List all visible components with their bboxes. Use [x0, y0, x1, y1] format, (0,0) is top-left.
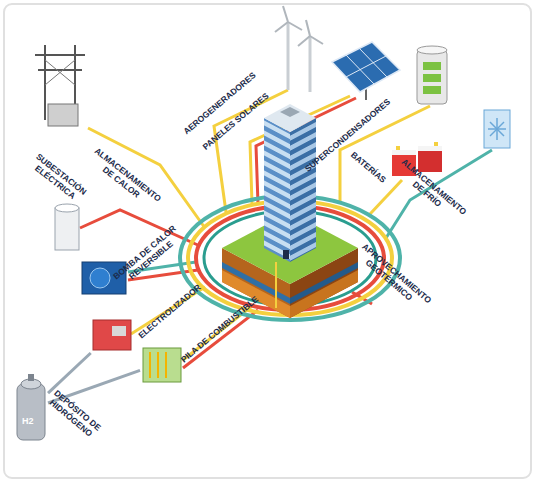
component-node: DEPÓSITO DE HIDRÓGENO: [14, 374, 48, 444]
component-node: PANELES SOLARES: [328, 38, 403, 103]
pylon-lattice: [45, 60, 75, 85]
pylon: [44, 45, 46, 120]
cold-store: [484, 110, 510, 148]
hydrogen-tank: [17, 384, 45, 440]
turbine-blade: [310, 36, 323, 44]
pylon-arm: [35, 54, 85, 56]
tower-face: [290, 118, 316, 262]
heat-tank: [55, 208, 79, 250]
turbine-blade: [306, 20, 310, 36]
turbine-blade: [283, 6, 288, 22]
supercap-top: [417, 46, 447, 54]
component-node: BOMBA DE CALOR REVERSIBLE: [80, 255, 130, 297]
tower-windows: [290, 118, 316, 262]
turbine-mast: [287, 22, 290, 90]
power-line: [370, 180, 402, 214]
heat-line: [80, 210, 200, 246]
component-node: ELECTROLIZADOR: [90, 315, 132, 353]
battery-terminal: [434, 142, 438, 146]
battery-terminal: [396, 146, 400, 150]
geothermal-pipe: [275, 262, 277, 308]
tower-door: [283, 250, 289, 259]
hydrogen-pipe: [48, 353, 91, 393]
component-node: AEROGENERADORES: [262, 12, 322, 92]
charge-bar: [423, 62, 441, 70]
transformer: [48, 104, 78, 126]
electrolyser-panel: [112, 326, 126, 336]
pump-fan: [90, 268, 110, 288]
turbine-blade: [298, 36, 310, 46]
supercap-body: [417, 50, 447, 104]
component-node: ALMACENAMIENTO DE CALOR: [52, 200, 82, 255]
cell-plate: [149, 352, 151, 378]
pylon-arm: [38, 69, 82, 71]
heat-tank-top: [55, 204, 79, 212]
component-node: SUBESTACIÓN ELÉCTRICA: [35, 45, 90, 130]
tower-roof: [264, 104, 316, 132]
tank-label: H2: [22, 416, 34, 426]
battery-top: [418, 146, 442, 151]
solar-panel: [332, 42, 400, 92]
cell-plate: [157, 352, 159, 378]
card-frame: [4, 4, 531, 478]
heat-line: [183, 310, 258, 368]
charge-bar: [423, 74, 441, 82]
snowflake: [490, 122, 504, 136]
turbine-blade: [275, 22, 288, 32]
pylon-lattice: [45, 60, 75, 85]
power-line: [88, 128, 205, 228]
panel-grid: [346, 56, 386, 77]
tower-face: [264, 118, 290, 262]
component-node: SUPERCONDENSADORES: [412, 42, 452, 108]
snowflake: [490, 122, 504, 136]
turbine-blade: [288, 22, 302, 30]
electrolyser: [93, 320, 131, 350]
charge-bar: [423, 86, 441, 94]
roof-box: [280, 107, 300, 117]
component-node: ALMACENAMIENTO DE FRÍO: [478, 100, 518, 152]
component-node: PILA DE COMBUSTIBLE: [140, 340, 185, 385]
cell-plate: [165, 352, 167, 378]
turbine-mast: [309, 36, 312, 92]
fuel-cell: [143, 348, 181, 382]
tower-windows: [264, 118, 290, 262]
tank-valve: [28, 374, 34, 381]
battery-top: [392, 150, 416, 155]
battery: [418, 146, 442, 172]
